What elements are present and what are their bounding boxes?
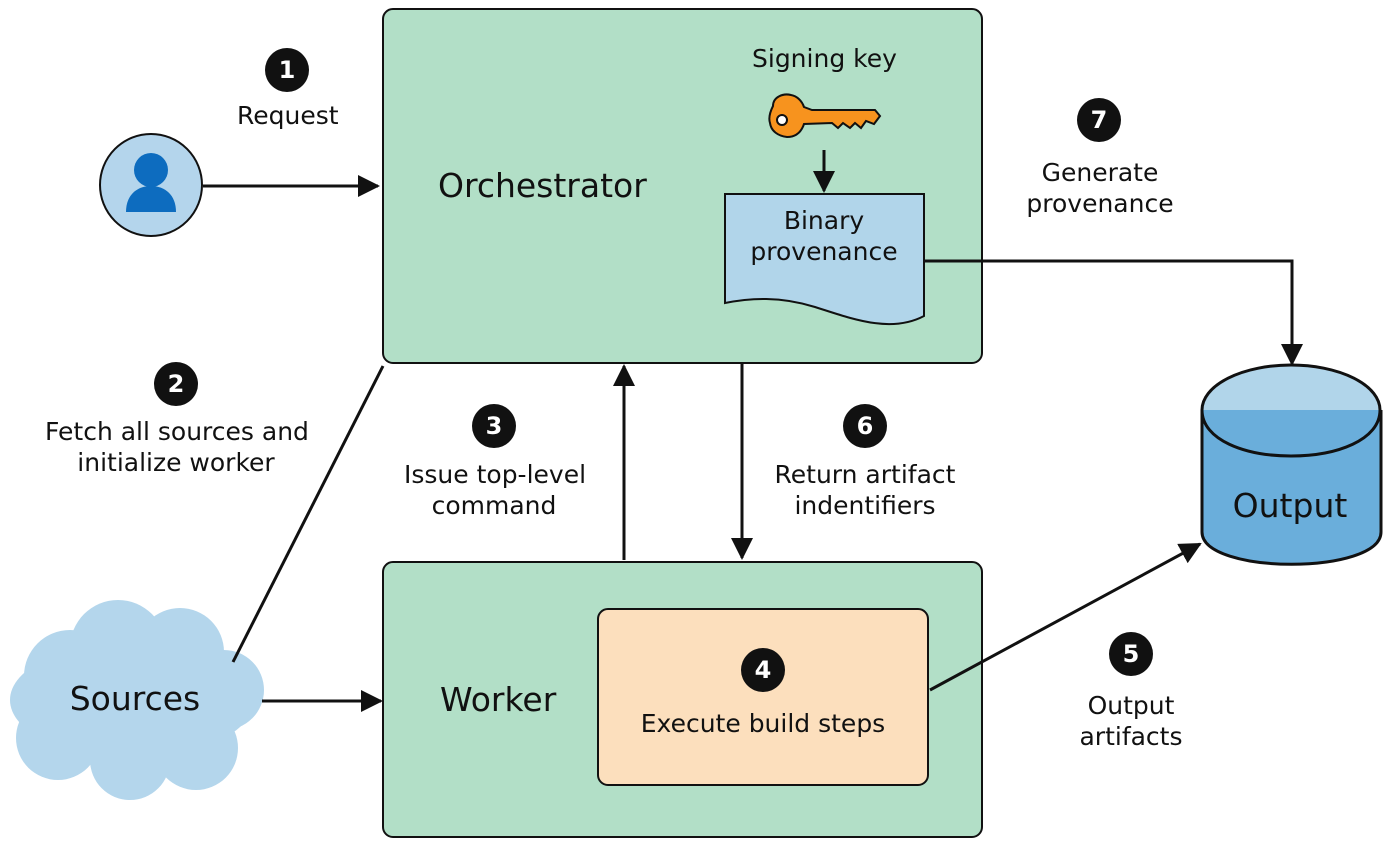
step-badge-3: 3 (472, 404, 516, 448)
step-label-5: Output artifacts (1061, 690, 1201, 753)
worker-label: Worker (440, 680, 557, 719)
provenance-document (724, 193, 925, 326)
output-label: Output (1232, 486, 1348, 525)
step-label-2-line-2: initialize worker (77, 448, 275, 478)
user-icon (99, 133, 203, 237)
step-label-6-line-1: Return artifact (774, 460, 956, 489)
step-label-2: Fetch all sources and initialize worker (45, 416, 309, 479)
provenance-to-output-arrow (925, 259, 1303, 366)
step-badge-2: 2 (154, 362, 198, 406)
step-badge-1: 1 (265, 48, 309, 92)
sources-cloud (10, 600, 264, 800)
step-label-6: Return artifact indentifiers (772, 459, 958, 522)
step-label-3-line-2: command (431, 491, 557, 521)
execute-steps-label: Execute build steps (640, 709, 886, 738)
signing-key-label: Signing key (752, 44, 897, 73)
step-label-3: Issue top-level command (404, 459, 587, 522)
step-label-7-line-1: Generate (1041, 158, 1159, 187)
provenance-label: Binary provenance (735, 205, 913, 268)
step-badge-7: 7 (1077, 98, 1121, 142)
provenance-label-line-1: Binary (783, 206, 865, 235)
fetch-sources-line (231, 365, 385, 663)
step-badge-4: 4 (741, 648, 785, 692)
step-badge-5: 5 (1109, 632, 1153, 676)
build-steps-box (597, 608, 929, 786)
provenance-label-line-2: provenance (750, 237, 898, 267)
step-label-3-line-1: Issue top-level (404, 460, 587, 489)
key-icon (768, 93, 882, 139)
step-label-7-line-2: provenance (1026, 189, 1174, 219)
output-artifacts-arrow (929, 542, 1202, 692)
step-label-7: Generate provenance (1020, 157, 1180, 220)
step-label-2-line-1: Fetch all sources and (45, 417, 309, 446)
step-badge-6: 6 (843, 404, 887, 448)
orchestrator-label: Orchestrator (438, 166, 647, 205)
output-database (1200, 363, 1383, 566)
step-label-5-line-1: Output (1087, 691, 1175, 720)
step-label-5-line-2: artifacts (1079, 722, 1183, 752)
step-label-6-line-2: indentifiers (794, 491, 936, 521)
step-label-1: Request (237, 101, 339, 130)
sources-label: Sources (69, 679, 201, 718)
